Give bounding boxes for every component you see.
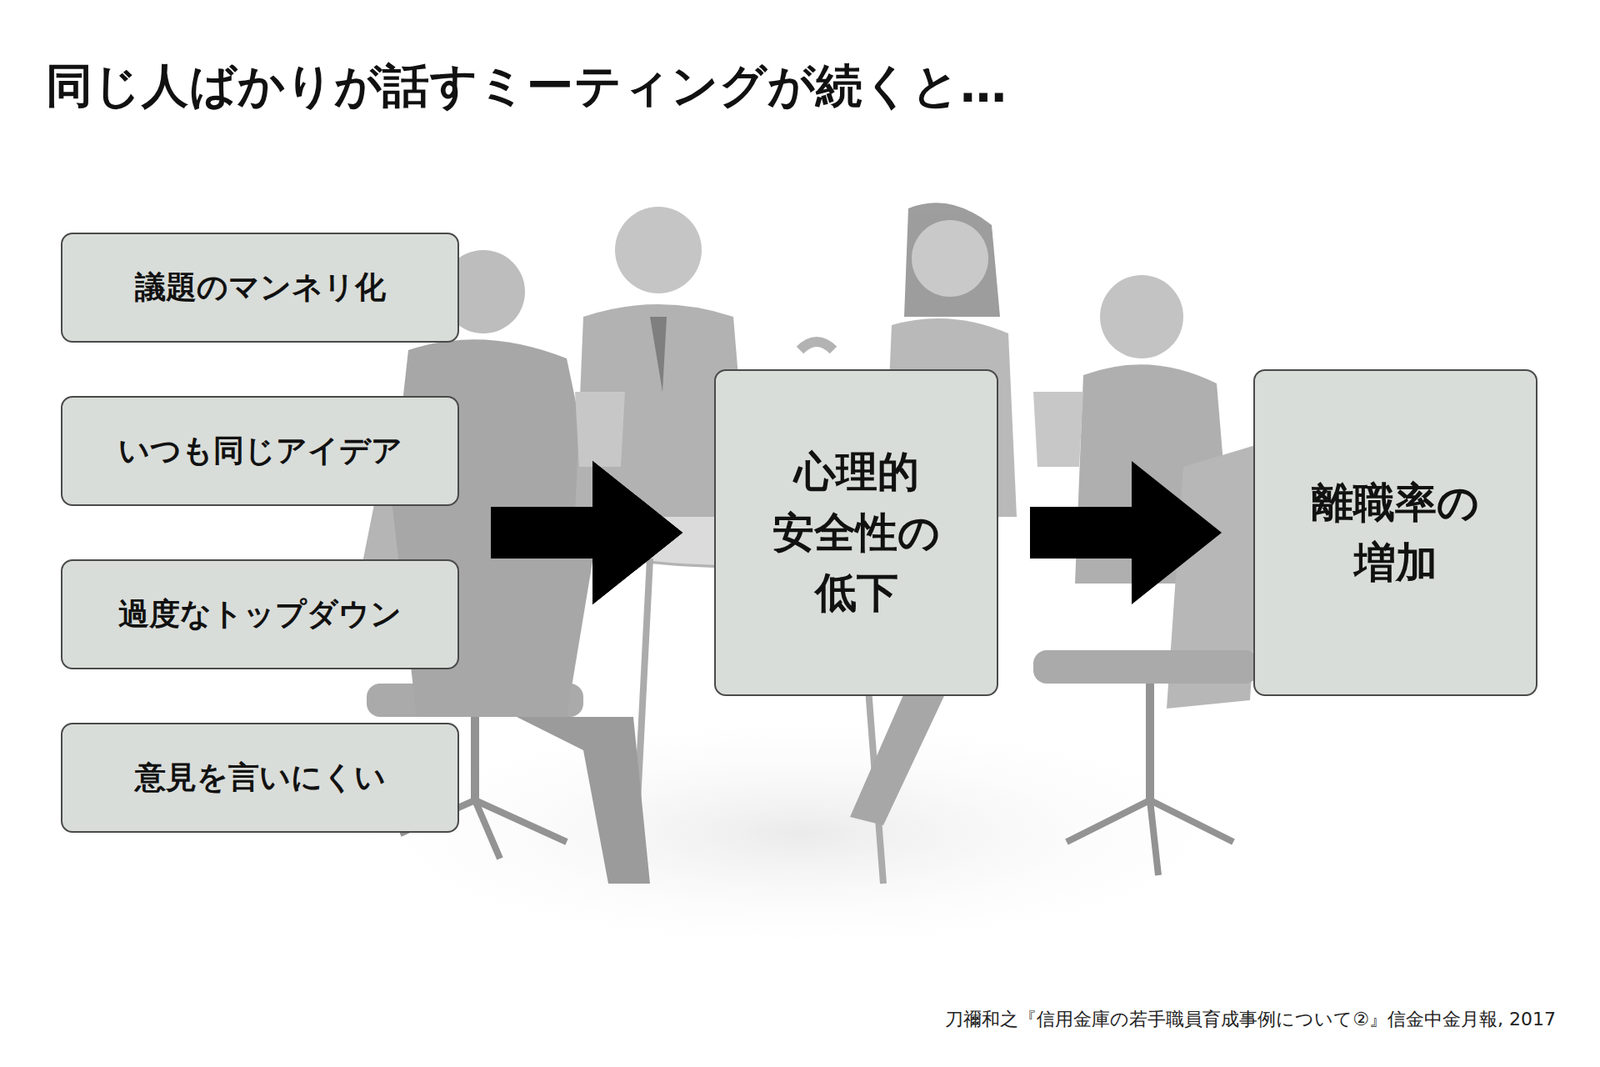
cause-box: 意見を言いにくい	[60, 722, 460, 833]
cause-box: いつも同じアイデア	[60, 395, 460, 506]
box-text: 議題のマンネリ化	[135, 266, 386, 309]
effect-box: 心理的 安全性の 低下	[714, 369, 999, 696]
source-note: 刀禰和之『信用金庫の若手職員育成事例について②』信金中金月報, 2017	[945, 1006, 1556, 1032]
box-text: 心理的 安全性の 低下	[765, 441, 949, 624]
cause-box: 過度なトップダウン	[60, 559, 460, 670]
block-arrow	[1030, 460, 1222, 605]
box-text: 過度なトップダウン	[118, 593, 402, 635]
block-arrow	[490, 460, 683, 605]
box-text: 離職率の 増加	[1304, 472, 1488, 594]
box-text: いつも同じアイデア	[118, 430, 403, 472]
block-arrow	[490, 460, 683, 605]
result-box: 離職率の 増加	[1253, 369, 1538, 696]
block-arrow	[490, 460, 683, 605]
box-text: 意見を言いにくい	[135, 756, 386, 799]
title-text: 同じ人ばかりが話すミーティングが続くと…	[45, 55, 1008, 119]
block-arrow	[490, 460, 683, 605]
cause-box: 議題のマンネリ化	[60, 232, 460, 343]
